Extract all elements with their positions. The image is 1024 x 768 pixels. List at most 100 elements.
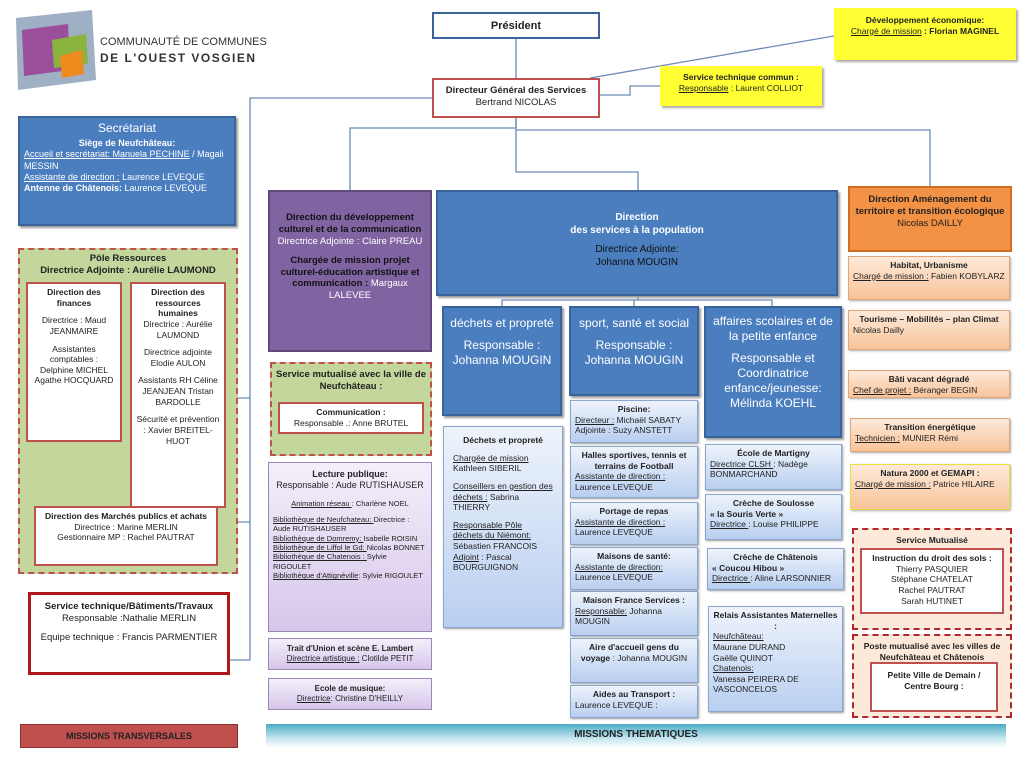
text-line: Directrice adjointe Elodie AULON [136,347,220,368]
text-line: Direction du développement culturel et d… [274,212,426,236]
text-line: Pôle Ressources [24,253,232,265]
label-underlined: Chef de projet : [853,384,912,395]
service-technique-commun-box[interactable]: Service technique commun :Responsable : … [660,66,822,106]
sport-service-box[interactable]: Aire d'accueil gens du voyage : Johanna … [570,638,698,683]
label-underlined: Bibliothèque de Liffol le Gd: [273,543,367,552]
value-text: Directrice : Marine MERLIN [74,521,178,532]
secretariat-box[interactable]: Secrétariat Siège de Neufchâteau:Accueil… [18,116,236,226]
value-text: Stéphane CHATELAT [891,574,973,585]
text-line: Bâti vacant dégradé [853,374,1005,385]
communication-box[interactable]: Communication :Responsable .: Anne BRUTE… [278,402,424,434]
lecture-publique-box[interactable]: Lecture publique:Responsable : Aude RUTI… [268,462,432,632]
droit-sols-box[interactable]: Instruction du droit des sols :Thierry P… [860,548,1004,614]
text-line: Assistants RH Céline JEANJEAN Tristan BA… [136,375,220,407]
text-line: Nicolas Dailly [853,325,1005,336]
label-underlined: Chargé de mission : [855,478,931,489]
label-underlined: Bibliothèque de Chatenois : [273,552,367,562]
value-text: : Christine D'HEILLY [330,694,404,703]
text-line: Chatenois: [713,663,838,674]
label-bold: Direction des ressources humaines [151,287,205,319]
text-line: Service technique commun : [664,72,818,83]
value-text: Laurence LEVEQUE [575,527,653,538]
label-bold: Tourisme – Mobilités – plan Climat [859,314,999,324]
value-text: Isabelle ROISIN [363,533,418,543]
label-bold: Ecole de musique: [314,684,386,693]
text-line: Natura 2000 et GEMAPI : [855,468,1005,479]
text-line: Petite Ville de Demain / Centre Bourg : [876,670,992,691]
label-bold: École de Martigny [737,448,810,458]
label-underlined: Assistante de direction: [575,561,663,572]
text-line: Animation réseau : Charlène NOEL [273,499,427,508]
ecole-musique-box[interactable]: Ecole de musique:Directrice: Christine D… [268,678,432,710]
text-line: Ecole de musique: [273,684,427,694]
logo: COMMUNAUTÉ DE COMMUNES DE L'OUEST VOSGIE… [12,10,267,94]
text-line: Président [438,20,594,34]
label-underlined: Directrice [710,519,749,530]
scolaire-service-box[interactable]: Relais Assistantes Maternelles :Neufchât… [708,606,843,712]
text-line: Siège de Neufchâteau: [24,138,230,149]
value-text: Nicolas DAILLY [897,217,963,229]
text-line: Nicolas DAILLY [854,218,1006,230]
label-bold: Siège de Neufchâteau: [78,138,176,148]
text-line: Direction des finances [32,287,116,308]
scolaire-box[interactable]: affaires scolaires et de la petite enfan… [704,306,842,438]
value-text: affaires scolaires et de la petite enfan… [713,314,833,343]
label-bold: Bâti vacant dégradé [888,374,970,384]
culture-direction-box[interactable]: Direction du développement culturel et d… [268,190,432,352]
sport-service-box[interactable]: Maison France Services :Responsable: Joh… [570,591,698,636]
value-text: Sylvie RIGOULET [273,552,387,571]
text-line: Responsable : Johanna MOUGIN [575,338,693,368]
logo-icon [16,10,96,90]
value-text: : Johanna MOUGIN [610,652,688,663]
text-line: Directrice : Aurélie LAUMOND [136,319,220,340]
text-line: Chargé de mission : Fabien KOBYLARZ [853,271,1005,282]
value-text: Sarah HUTINET [901,595,963,606]
text-line: Assistante de direction: Laurence LEVEQU… [575,562,693,583]
text-line: Rachel PAUTRAT [866,585,998,596]
text-line: Directrice : Maud JEANMAIRE [32,315,116,336]
scolaire-service-box[interactable]: Crèche de Châtenois« Coucou Hibou »Direc… [707,548,844,590]
text-line: Crèche de Soulosse [710,498,837,509]
sport-service-box[interactable]: Maisons de santé:Assistante de direction… [570,547,698,590]
label-underlined: Directeur : [575,414,615,425]
scolaire-service-box[interactable]: Crèche de Soulosse« la Souris Verte »Dir… [705,494,842,540]
text-line: Piscine: [575,404,693,415]
text-line: Stéphane CHATELAT [866,574,998,585]
president-box[interactable]: Président [432,12,600,39]
text-line: Directrice Adjointe: [442,244,832,257]
text-line: Déchets et propreté [453,435,553,446]
missions-thematiques-banner: MISSIONS THEMATIQUES [266,724,1006,748]
value-text: Responsable et Coordinatrice enfance/jeu… [724,351,822,410]
logo-line1: COMMUNAUTÉ DE COMMUNES [100,36,267,48]
petite-ville-box[interactable]: Petite Ville de Demain / Centre Bourg : [870,662,998,712]
sport-service-box[interactable]: Aides au Transport :Laurence LEVEQUE : [570,685,698,718]
label-underlined: Bibliothèque de Domremy: [273,533,364,543]
amenagement-direction-box[interactable]: Direction Aménagement du territoire et t… [848,186,1012,252]
text-line: Développement économique: [838,15,1012,26]
sport-service-box[interactable]: Halles sportives, tennis et terrains de … [570,446,698,498]
text-line: Direction des Marchés publics et achats [40,511,212,522]
text-line: Maison France Services : [575,595,693,606]
dev-eco-box[interactable]: Développement économique:Chargé de missi… [834,8,1016,60]
label-bold: Petite Ville de Demain / Centre Bourg : [887,670,981,691]
value-text: Margaux LALEVEE [328,278,408,302]
amenagement-service-box[interactable]: Natura 2000 et GEMAPI :Chargé de mission… [850,464,1010,510]
label-bold: Direction [615,212,659,223]
